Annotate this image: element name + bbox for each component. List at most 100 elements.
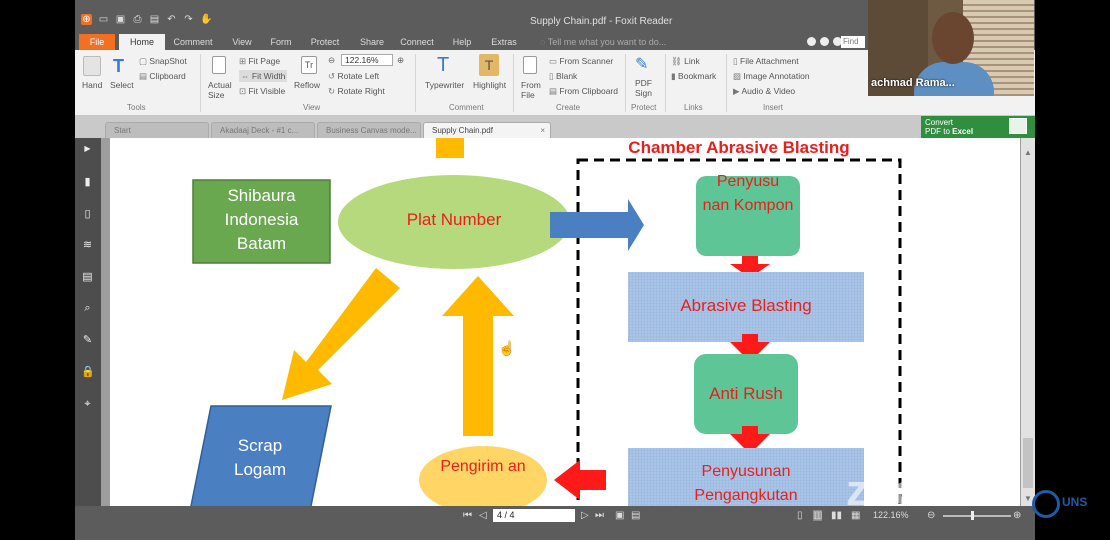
- highlight-icon[interactable]: T: [479, 54, 499, 76]
- expand-panel-icon[interactable]: ▶: [84, 144, 91, 153]
- tab-form[interactable]: Form: [270, 37, 292, 47]
- scrollbar-thumb[interactable]: [1023, 438, 1033, 488]
- scroll-down-icon[interactable]: ▼: [1024, 494, 1032, 503]
- tab-protect[interactable]: Protect: [310, 37, 340, 47]
- continuous-page-icon[interactable]: ▤: [631, 510, 641, 521]
- print-icon[interactable]: ⎙: [133, 14, 142, 25]
- open-icon[interactable]: ▭: [98, 14, 109, 25]
- convert-pdf-to-excel-button[interactable]: Convert PDF to Excel: [921, 116, 1035, 138]
- from-clipboard-button[interactable]: ▤ From Clipboard: [549, 86, 618, 96]
- continuous-facing-icon[interactable]: ▦: [851, 510, 861, 521]
- hand-tool-icon[interactable]: ✋: [200, 14, 213, 25]
- status-zoom-out-icon[interactable]: ⊖: [927, 510, 936, 521]
- smiley-icon[interactable]: [807, 37, 816, 46]
- typewriter-button[interactable]: Typewriter: [425, 80, 465, 90]
- doc-tab-supply-chain[interactable]: Supply Chain.pdf ×: [423, 122, 551, 138]
- single-page-icon[interactable]: ▣: [615, 510, 625, 521]
- properties-icon[interactable]: ▤: [149, 14, 160, 25]
- layers-icon[interactable]: ≋: [82, 239, 93, 251]
- doc-tab-akadaaj[interactable]: Akadaaj Deck - #1 c...: [211, 122, 315, 138]
- plat-number-label: Plat Number: [406, 210, 502, 229]
- participant-video-tile[interactable]: achmad Rama...: [868, 0, 1034, 96]
- tab-help[interactable]: Help: [452, 37, 472, 47]
- attachments-icon[interactable]: ⌕: [84, 302, 91, 314]
- from-file-button[interactable]: From File: [521, 80, 541, 100]
- page-number-input[interactable]: 4 / 4: [493, 509, 575, 522]
- reflow-icon[interactable]: Tr: [301, 56, 317, 74]
- snapshot-button[interactable]: ▢ SnapShot: [139, 56, 187, 66]
- tab-file[interactable]: File: [79, 34, 115, 50]
- audio-video-button[interactable]: ▶ Audio & Video: [733, 86, 795, 96]
- rotate-left-icon: ↺: [328, 71, 338, 81]
- status-zoom-in-icon[interactable]: ⊕: [1013, 510, 1022, 521]
- tab-view[interactable]: View: [232, 37, 252, 47]
- fit-page-button[interactable]: ⊞ Fit Page: [239, 56, 280, 66]
- tab-share[interactable]: Share: [359, 37, 385, 47]
- zoom-input[interactable]: 122.16%: [341, 54, 393, 66]
- doc-tab-business-canvas[interactable]: Business Canvas mode...: [317, 122, 421, 138]
- user-icon[interactable]: [820, 37, 829, 46]
- select-icon[interactable]: T: [113, 56, 124, 76]
- redo-icon[interactable]: ↷: [184, 14, 193, 25]
- undo-icon[interactable]: ↶: [167, 14, 176, 25]
- single-page-view-icon[interactable]: ▯: [797, 510, 803, 521]
- file-attachment-button[interactable]: ▯ File Attachment: [733, 56, 799, 66]
- comments-icon[interactable]: ▤: [82, 271, 93, 283]
- hand-icon[interactable]: [83, 56, 101, 76]
- zoom-slider[interactable]: [943, 515, 1011, 517]
- next-page-icon[interactable]: ▷: [581, 510, 589, 521]
- rotate-right-button[interactable]: ↻ Rotate Right: [328, 86, 385, 96]
- fit-width-button[interactable]: ⇔ Fit Width: [239, 70, 288, 82]
- page-thumbnails-icon[interactable]: ▮: [84, 176, 91, 188]
- highlight-button[interactable]: Highlight: [473, 80, 507, 90]
- signatures-icon[interactable]: ✎: [82, 334, 93, 346]
- reflow-button[interactable]: Reflow: [294, 80, 320, 90]
- settings-icon[interactable]: [833, 37, 842, 46]
- vertical-scrollbar[interactable]: ▲ ▼: [1021, 138, 1035, 506]
- zoom-in-icon[interactable]: ⊕: [397, 55, 405, 65]
- tab-comment[interactable]: Comment: [173, 37, 213, 47]
- previous-page-icon[interactable]: ◁: [479, 510, 487, 521]
- hand-button[interactable]: Hand: [82, 80, 103, 90]
- fit-width-label: Fit Width: [251, 71, 286, 81]
- document-viewport[interactable]: Chamber Abrasive Blasting Shibaura Indon…: [101, 138, 1021, 506]
- save-icon[interactable]: ▣: [115, 14, 126, 25]
- find-input[interactable]: Find: [841, 36, 865, 48]
- from-file-icon[interactable]: [523, 56, 537, 74]
- tab-home[interactable]: Home: [119, 34, 165, 50]
- tab-extras[interactable]: Extras: [491, 37, 517, 47]
- from-scanner-button[interactable]: ▭ From Scanner: [549, 56, 613, 66]
- shibaura-label: Shibaura Indonesia Batam: [224, 186, 299, 253]
- clipboard-button[interactable]: ▤ Clipboard: [139, 71, 186, 81]
- security-lock-icon[interactable]: 🔒: [81, 366, 95, 378]
- typewriter-icon[interactable]: T: [437, 54, 450, 76]
- actual-size-button[interactable]: Actual Size: [208, 80, 232, 100]
- bookmark-button[interactable]: ▮ Bookmark: [671, 71, 716, 81]
- pdf-sign-button[interactable]: PDF Sign: [635, 78, 653, 98]
- first-page-icon[interactable]: ⏮: [463, 510, 472, 521]
- rotate-left-button[interactable]: ↺ Rotate Left: [328, 71, 379, 81]
- facing-view-icon[interactable]: ▮▮: [831, 510, 843, 521]
- zoom-slider-knob[interactable]: [971, 511, 974, 520]
- fit-visible-button[interactable]: ⊡ Fit Visible: [239, 86, 285, 96]
- link-button[interactable]: ⛓ Link: [671, 56, 700, 66]
- tell-me-search[interactable]: ◌ Tell me what you want to do...: [540, 34, 666, 50]
- close-tab-icon[interactable]: ×: [540, 126, 545, 135]
- zoom-out-icon[interactable]: ⊖: [328, 55, 336, 65]
- tab-connect[interactable]: Connect: [400, 37, 434, 47]
- scroll-up-icon[interactable]: ▲: [1024, 148, 1032, 157]
- last-page-icon[interactable]: ⏭: [595, 510, 604, 521]
- actual-size-icon[interactable]: [212, 56, 226, 74]
- from-clipboard-label: From Clipboard: [559, 86, 618, 96]
- image-annotation-button[interactable]: ▨ Image Annotation: [733, 71, 810, 81]
- doc-tab-start[interactable]: Start: [105, 122, 209, 138]
- continuous-view-icon[interactable]: ▥: [813, 510, 823, 521]
- link-icon: ⛓: [671, 56, 685, 66]
- destinations-icon[interactable]: ⌖: [84, 398, 91, 410]
- blank-button[interactable]: ▯ Blank: [549, 71, 577, 81]
- group-label-view: View: [303, 103, 321, 112]
- convert-pdf-to-label: PDF to: [925, 127, 950, 136]
- select-button[interactable]: Select: [110, 80, 134, 90]
- pdf-sign-icon[interactable]: ✎: [635, 56, 649, 73]
- bookmarks-icon[interactable]: ▯: [84, 208, 91, 220]
